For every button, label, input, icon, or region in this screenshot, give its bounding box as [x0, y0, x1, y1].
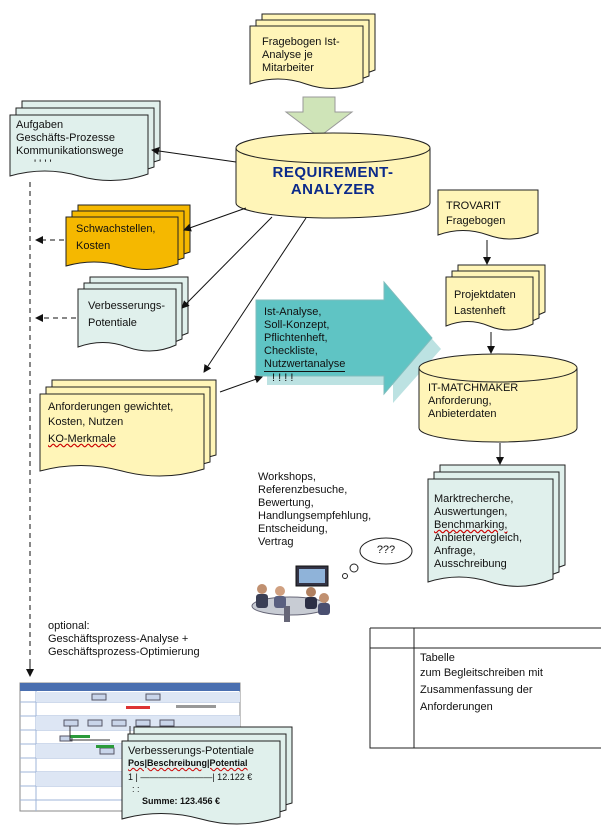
markt-text: Marktrecherche, Auswertungen, Benchmarki… [434, 493, 522, 571]
workshops-line: Vertrag [258, 536, 294, 548]
requirement-analyzer-line: REQUIREMENT- [272, 164, 394, 181]
tabelle-line: zum Begleitschreiben mit [420, 667, 543, 679]
markt-line: Anbietervergleich, [434, 532, 523, 544]
arrow-panel-line: Ist-Analyse, [264, 306, 322, 318]
potentiale-sum: Summe: 123.456 € [142, 796, 221, 806]
aufgaben-marks: ' ' ' ' [34, 158, 52, 170]
tabelle-text: Tabelle zum Begleitschreiben mit Zusamme… [420, 652, 543, 714]
fragebogen-line: Fragebogen Ist- [262, 36, 340, 48]
thought-text: ??? [376, 544, 396, 556]
schwachstellen-line: Kosten [76, 240, 111, 252]
verbesserung-text: Verbesserungs- Potentiale [88, 300, 165, 330]
trovarit-line: TROVARIT [446, 200, 501, 212]
arrow-panel-marks: ! ! ! ! [272, 372, 294, 384]
trovarit-line: Fragebogen [446, 215, 506, 227]
aufgaben-line: Geschäfts-Prozesse [16, 132, 116, 144]
markt-line: Benchmarking, [434, 519, 508, 531]
meeting-picture [251, 565, 330, 622]
potentiale-doc-stack [121, 726, 293, 825]
schwachstellen-text: Schwachstellen, Kosten [76, 223, 156, 253]
workshops-line: Handlungsempfehlung, [258, 510, 372, 522]
projektdaten-text: Projektdaten Lastenheft [454, 289, 516, 318]
requirement-analyzer-cylinder [235, 132, 431, 219]
arrow-panel-line: Nutzwertanalyse [264, 358, 346, 372]
markt-line: Auswertungen, [434, 506, 508, 518]
matchmaker-line: Anforderung, [428, 395, 492, 407]
potentiale-text: Verbesserungs-Potentiale Pos|Beschreibun… [128, 745, 254, 807]
optional-line: Geschäftsprozess-Optimierung [48, 646, 200, 658]
workshops-line: Referenzbesuche, [258, 484, 348, 496]
tabelle-line: Anforderungen [420, 701, 493, 713]
workshops-line: Workshops, [258, 471, 316, 483]
optional-line: optional: [48, 620, 90, 632]
workshops-text: Workshops, Referenzbesuche, Bewertung, H… [258, 471, 371, 549]
aufgaben-doc-stack [9, 100, 161, 182]
matchmaker-line: IT-MATCHMAKER [428, 382, 519, 394]
markt-doc-stack [427, 464, 566, 587]
verbesserung-doc-stack [77, 276, 189, 352]
potentiale-dots: : : [132, 784, 140, 794]
arrow-panel-line: Pflichtenheft, [264, 332, 328, 344]
anforderungen-line: Kosten, Nutzen [48, 416, 124, 428]
trovarit-text: TROVARIT Fragebogen [446, 200, 505, 228]
verbesserung-line: Verbesserungs- [88, 300, 166, 312]
aufgaben-line: Aufgaben [16, 119, 64, 131]
anforderungen-text: Anforderungen gewichtet, Kosten, Nutzen … [48, 401, 173, 446]
fragebogen-doc-stack [249, 13, 376, 89]
schwachstellen-line: Schwachstellen, [76, 223, 156, 235]
down-block-arrow [284, 96, 354, 138]
fragebogen-text: Fragebogen Ist- Analyse je Mitarbeiter [262, 36, 340, 75]
tabelle-line: Tabelle [420, 652, 455, 664]
projektdaten-line: Projektdaten [454, 289, 516, 301]
thought-bubble [342, 537, 413, 579]
workshops-line: Bewertung, [258, 497, 314, 509]
projektdaten-doc-stack [445, 264, 546, 331]
trovarit-doc [437, 189, 539, 240]
workshops-line: Entscheidung, [258, 523, 328, 535]
markt-line: Ausschreibung [434, 558, 507, 570]
tabelle-frame [369, 627, 601, 749]
fragebogen-line: Analyse je [262, 49, 313, 61]
aufgaben-text: Aufgaben Geschäfts-Prozesse Kommunikatio… [16, 119, 124, 171]
projektdaten-line: Lastenheft [454, 305, 506, 317]
arrow-panel-line: Checkliste, [264, 345, 318, 357]
potentiale-header: Pos|Beschreibung|Potential [128, 758, 248, 768]
dashed-connectors [26, 182, 76, 677]
potentiale-title: Verbesserungs-Potentiale [128, 745, 254, 757]
anforderungen-doc-stack [39, 379, 217, 477]
anforderungen-line: KO-Merkmale [48, 433, 116, 445]
anforderungen-line: Anforderungen gewichtet, [48, 401, 174, 413]
arrow-panel-text: Ist-Analyse, Soll-Konzept, Pflichtenheft… [264, 306, 346, 385]
potentiale-row: 1 | ————————| 12.122 € [128, 772, 253, 782]
optional-text: optional: Geschäftsprozess-Analyse + Ges… [48, 620, 200, 659]
requirement-analyzer-title: REQUIREMENT- ANALYZER [250, 164, 416, 198]
verbesserung-line: Potentiale [88, 317, 137, 329]
markt-line: Marktrecherche, [434, 493, 514, 505]
it-matchmaker-cylinder [418, 353, 578, 443]
fragebogen-line: Mitarbeiter [262, 62, 314, 74]
connectors [151, 147, 504, 465]
matchmaker-text: IT-MATCHMAKER Anforderung, Anbieterdaten [428, 382, 518, 421]
matchmaker-line: Anbieterdaten [428, 408, 497, 420]
tabelle-line: Zusammenfassung der [420, 684, 533, 696]
arrow-panel-line: Soll-Konzept, [264, 319, 330, 331]
schwachstellen-doc-stack [65, 204, 191, 270]
markt-line: Anfrage, [434, 545, 476, 557]
aufgaben-line: Kommunikationswege [16, 145, 124, 157]
teal-block-arrow [255, 280, 441, 403]
optional-line: Geschäftsprozess-Analyse + [48, 633, 189, 645]
requirement-analyzer-line: ANALYZER [290, 181, 376, 198]
